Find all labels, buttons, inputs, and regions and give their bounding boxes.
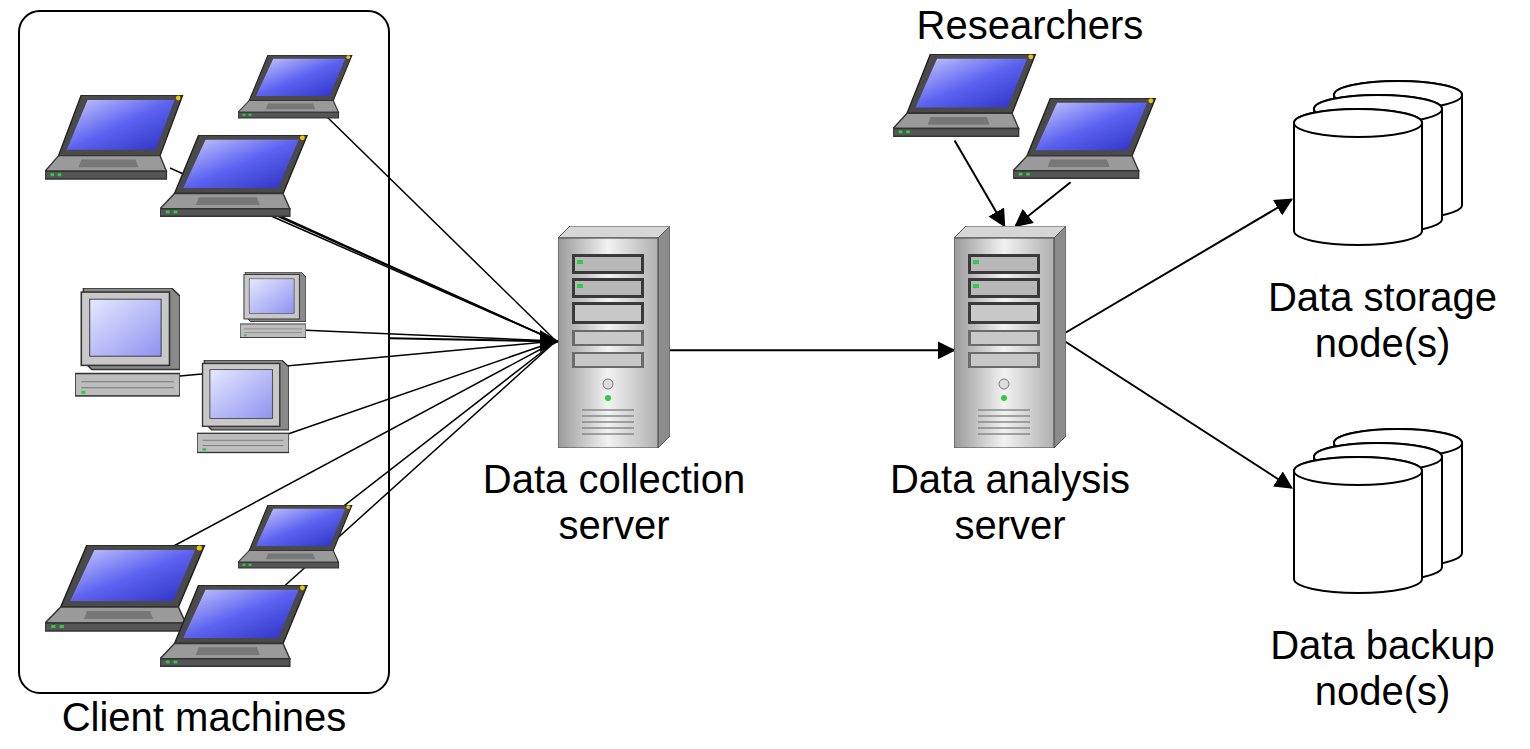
node-label: Data backup node(s) [1250, 622, 1515, 714]
disk-stack [1292, 428, 1474, 594]
arrow-connector [955, 140, 1005, 226]
arrow-connector [1058, 200, 1291, 337]
node-label: Data collection server [444, 456, 784, 548]
server-node: Data analysis server [840, 226, 1180, 548]
group-box: Client machines [18, 10, 390, 694]
arrow-connector [670, 349, 954, 351]
server-icon [558, 226, 670, 448]
user-group: Researchers [885, 2, 1175, 185]
server-node: Data collection server [444, 226, 784, 548]
node-label: Data analysis server [840, 456, 1180, 548]
node-label: Data storage node(s) [1250, 274, 1515, 366]
arrow-connector [390, 338, 558, 341]
server-icon [954, 226, 1066, 448]
laptop-pair [885, 50, 1175, 185]
storage-node: Data storage node(s) [1240, 80, 1525, 366]
arrow-line [1016, 182, 1071, 226]
storage-node: Data backup node(s) [1240, 428, 1525, 714]
node-label: Researchers [917, 2, 1144, 48]
group-label: Client machines [0, 694, 408, 740]
disk-stack [1292, 80, 1474, 246]
